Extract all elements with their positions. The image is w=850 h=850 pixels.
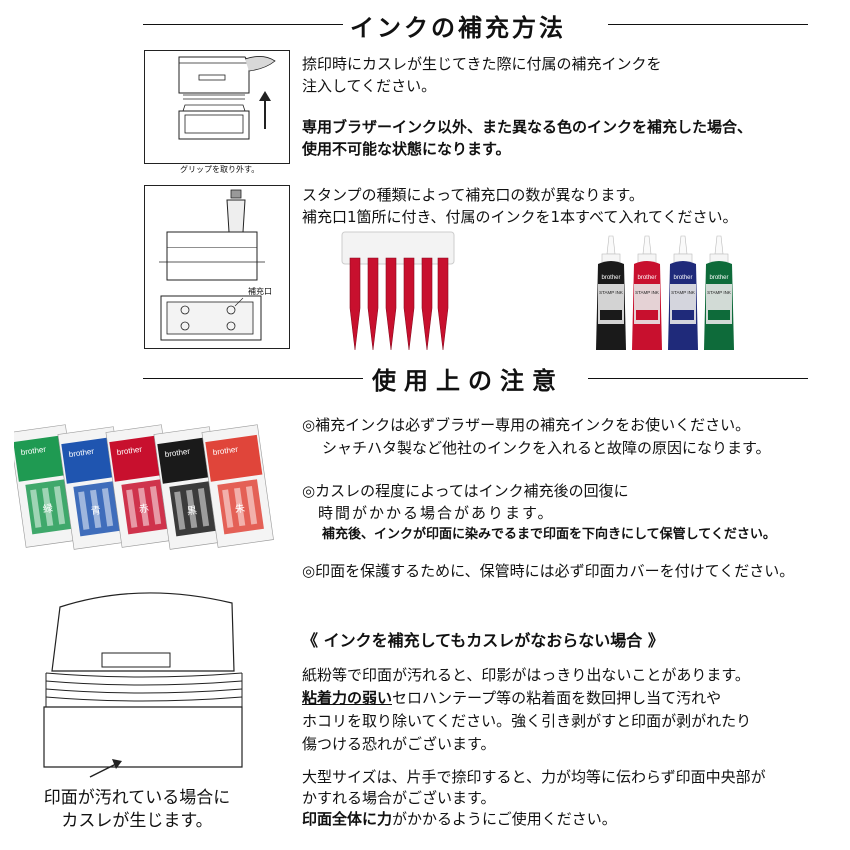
ink-pack xyxy=(201,424,274,548)
note2-line2: 時間がかかる場合があります。 xyxy=(318,504,555,522)
large-size-text-3-rest: がかかるようにご使用ください。 xyxy=(392,810,617,828)
label-refill-port: 補充口 xyxy=(248,287,272,296)
illustration-refill-port xyxy=(144,185,290,349)
ink-pack-brand: brother xyxy=(212,445,239,457)
ink-bottle-label: STAMP INK xyxy=(671,290,695,295)
warning-text-line1: 専用ブラザーインク以外、また異なる色のインクを補充した場合、 xyxy=(302,118,753,136)
note3: ◎印面を保護するために、保管時には必ず印面カバーを付けてください。 xyxy=(302,562,795,580)
ink-pack-brand: brother xyxy=(164,447,191,459)
refill-text-line2: 注入してください。 xyxy=(302,77,437,95)
ink-bottle xyxy=(668,235,698,350)
heading-rule-left xyxy=(143,24,343,25)
ports-text-line2: 補充口1箇所に付き、付属のインクを1本すべて入れてください。 xyxy=(302,208,738,226)
ink-bottle-label: STAMP INK xyxy=(707,290,731,295)
refill-port-drawing xyxy=(159,189,265,341)
ink-bottle-label: STAMP INK xyxy=(599,290,623,295)
note2-line1: ◎カスレの程度によってはインク補充後の回復に xyxy=(302,482,629,500)
ink-bottle-brand: brother xyxy=(601,275,620,281)
ink-pack-color-label: 朱 xyxy=(234,502,246,515)
caption-grip-removal: グリップを取り外す。 xyxy=(180,165,260,174)
ink-bottle-brand: brother xyxy=(709,275,728,281)
smudge-emphasis-weak-adhesive: 粘着力の弱い xyxy=(302,689,393,707)
note2-line3: 補充後、インクが印面に染みでるまで印面を下向きにして保管してください。 xyxy=(322,527,776,542)
heading-rule-right xyxy=(608,24,808,25)
large-size-text-2: かすれる場合がございます。 xyxy=(302,789,496,807)
ink-bottle xyxy=(632,235,662,350)
ports-text-line1: スタンプの種類によって補充口の数が異なります。 xyxy=(302,186,644,204)
ink-pack-brand: brother xyxy=(20,445,47,457)
heading-rule-right-2 xyxy=(588,378,808,379)
ink-tubes-image xyxy=(338,228,458,358)
ink-bottle xyxy=(704,235,734,350)
stamp-body-illustration xyxy=(20,585,260,785)
ink-pack-color-label: 緑 xyxy=(42,501,54,515)
refill-text-line1: 捺印時にカスレが生じてきた際に付属の補充インクを xyxy=(302,55,662,73)
ink-pack-brand: brother xyxy=(68,447,95,459)
stamp-caption-line1: 印面が汚れている場合に xyxy=(43,788,231,808)
ink-pack-brand: brother xyxy=(116,445,143,457)
smudge-text-3: ホコリを取り除いてください。強く引き剥がすと印面が剥がれたり xyxy=(302,712,752,730)
stamp-caption-line2: カスレが生じます。 xyxy=(61,811,213,831)
smudge-text-2: 粘着力の弱いセロハンテープ等の粘着面を数回押し当て汚れや xyxy=(302,687,721,709)
large-size-emphasis: 印面全体に力 xyxy=(302,810,393,828)
ink-bottle-brand: brother xyxy=(637,275,656,281)
warning-text-line2: 使用不可能な状態になります。 xyxy=(302,140,511,158)
ink-packs-image: brother 緑 brother 青 brother 赤 brother 黒 brother 朱 xyxy=(9,420,276,570)
smudge-text-4: 傷つける恐れがございます。 xyxy=(302,735,496,753)
ink-pack-color-label: 青 xyxy=(90,503,102,517)
ink-pack-color-label: 黒 xyxy=(186,504,198,517)
smudge-text-2-rest: セロハンテープ等の粘着面を数回押し当て汚れや xyxy=(392,689,722,707)
ink-bottle-label: STAMP INK xyxy=(635,290,659,295)
section-title-caution: 使用上の注意 xyxy=(372,361,564,396)
section-title-refill: インクの補充方法 xyxy=(350,8,566,43)
illustration-grip-removal xyxy=(144,50,290,164)
large-size-text-1: 大型サイズは、片手で捺印すると、力が均等に伝わらず印面中央部が xyxy=(302,768,766,786)
ink-bottle xyxy=(596,235,626,350)
note1-line2: シャチハタ製など他社のインクを入れると故障の原因になります。 xyxy=(322,439,771,457)
large-size-text-3: 印面全体に力がかかるようにご使用ください。 xyxy=(302,808,617,830)
note1-line1: ◎補充インクは必ずブラザー専用の補充インクをお使いください。 xyxy=(302,416,751,434)
ink-bottle-brand: brother xyxy=(673,275,692,281)
ink-pack-color-label: 赤 xyxy=(138,502,150,515)
section-title-smudge: 《 インクを補充してもカスレがなおらない場合 》 xyxy=(302,631,664,650)
stamp-grip-drawing xyxy=(178,56,276,140)
ink-pack xyxy=(153,426,226,550)
smudge-text-1: 紙粉等で印面が汚れると、印影がはっきり出ないことがあります。 xyxy=(302,666,750,684)
heading-rule-left-2 xyxy=(143,378,363,379)
